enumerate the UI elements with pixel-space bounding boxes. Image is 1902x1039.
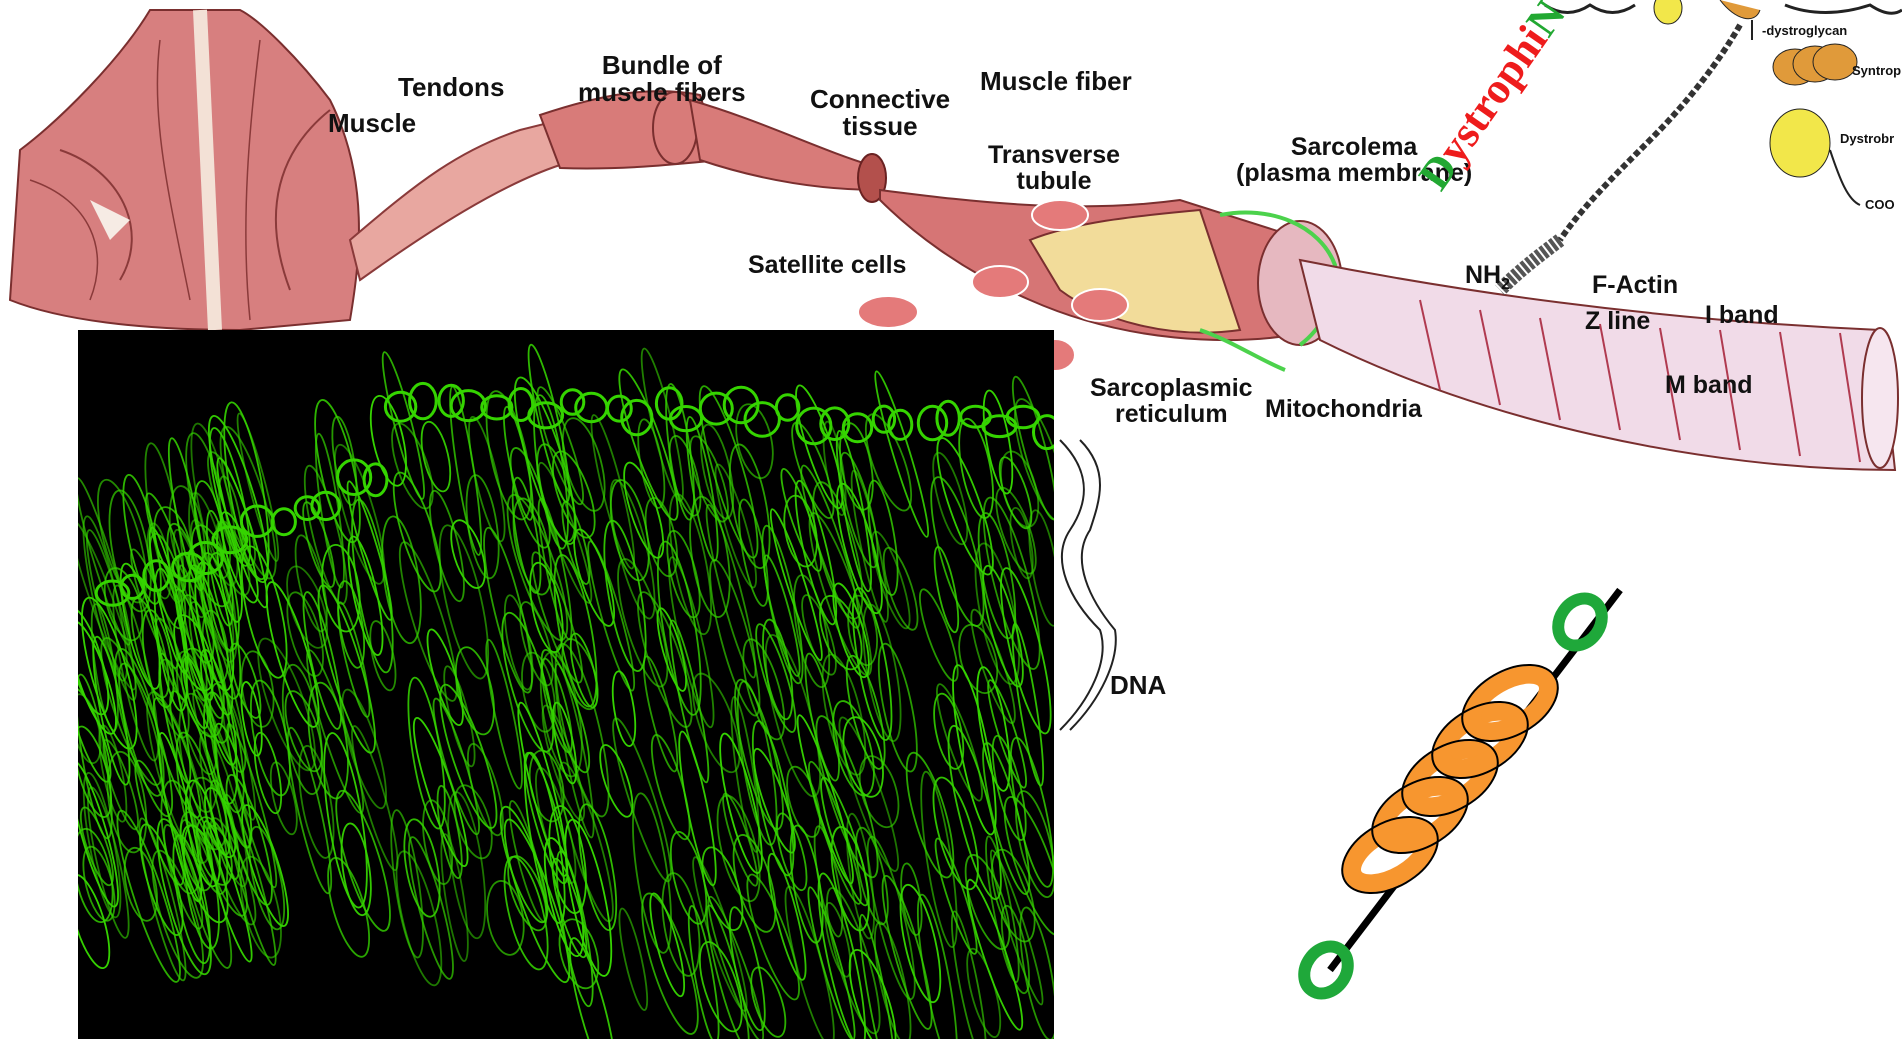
- fiber-cell-outline: [744, 963, 792, 1039]
- label-i-band: I band: [1705, 302, 1779, 328]
- edge-cell-outline: [776, 395, 799, 420]
- label-z-line: Z line: [1585, 308, 1650, 334]
- edge-cell-outline: [937, 401, 959, 435]
- fiber-cell-outline: [550, 759, 622, 925]
- fiber-cell-outline: [438, 664, 480, 768]
- fiber-cell-outline: [634, 346, 690, 503]
- fiber-cell-outline: [332, 600, 375, 718]
- fiber-cell-outline: [825, 697, 882, 800]
- fiber-cell-outline: [384, 419, 442, 513]
- fiber-outlines: [78, 343, 1054, 1039]
- label-transverse-tubule: Transverse tubule: [988, 142, 1120, 195]
- fluorescence-micrograph: [78, 330, 1054, 1039]
- back-muscles-illustration: [10, 10, 359, 330]
- edge-cell-outline: [451, 391, 485, 421]
- edge-cell-outline: [272, 509, 295, 535]
- fluorescent-fiber-network: [78, 330, 1054, 1039]
- fiber-cell-outline: [384, 468, 450, 596]
- edge-cell-outline: [608, 396, 632, 421]
- fiber-cell-outline: [730, 401, 779, 482]
- fiber-cell-outline: [924, 773, 987, 893]
- label-mitochondria: Mitochondria: [1265, 396, 1422, 422]
- fiber-cell-outline: [988, 484, 1044, 578]
- label-dystrobr: Dystrobr: [1840, 132, 1894, 146]
- fiber-cell-outline: [790, 712, 861, 886]
- label-tendons: Tendons: [398, 74, 504, 101]
- label-coo: COO: [1865, 198, 1895, 212]
- dystrophin-coil-model: [1295, 590, 1620, 1002]
- fiber-cell-outline: [430, 521, 499, 682]
- label-sarcoplasmic-reticulum: Sarcoplasmic reticulum: [1090, 375, 1253, 428]
- dna-helix-illustration: [1060, 440, 1116, 730]
- label-m-band: M band: [1665, 372, 1753, 398]
- fiber-cell-outline: [416, 419, 456, 494]
- label-dystroglycan: -dystroglycan: [1762, 24, 1847, 38]
- label-muscle-fiber: Muscle fiber: [980, 68, 1132, 95]
- fiber-cell-outline: [594, 742, 639, 821]
- edge-cell-outline: [561, 390, 584, 415]
- fiber-cell-outline: [119, 845, 162, 924]
- fiber-cell-outline: [337, 822, 376, 917]
- label-f-actin: F-Actin: [1592, 272, 1678, 298]
- fiber-cell-outline: [960, 946, 1007, 1039]
- fiber-cell-outline: [401, 675, 452, 830]
- fiber-cell-outline: [664, 619, 715, 784]
- fiber-cell-outline: [930, 545, 963, 634]
- edge-cell-outline: [364, 464, 387, 496]
- fiber-cell-outline: [302, 680, 355, 801]
- label-nh2: NH2: [1465, 262, 1510, 294]
- edge-cell-outline: [241, 506, 273, 536]
- label-connective-tissue: Connective tissue: [810, 86, 950, 141]
- fiber-cell-outline: [946, 910, 993, 1039]
- edge-cell-outline: [983, 416, 1016, 437]
- fiber-cell-outline: [993, 454, 1038, 532]
- label-satellite-cells: Satellite cells: [748, 252, 906, 278]
- label-dna: DNA: [1110, 672, 1166, 699]
- fiber-cell-outline: [461, 473, 505, 580]
- fiber-cell-outline: [926, 450, 974, 548]
- fiber-cell-outline: [683, 668, 749, 777]
- label-bundle-of-muscle-fibers: Bundle of muscle fibers: [578, 52, 746, 107]
- fiber-cell-outline: [672, 730, 722, 888]
- fiber-cell-outline: [660, 383, 699, 522]
- fiber-cell-outline: [801, 885, 861, 1039]
- fiber-cell-outline: [644, 732, 697, 843]
- fiber-cell-outline: [194, 647, 243, 767]
- fiber-cell-outline: [868, 920, 918, 1039]
- edge-cell-outline: [700, 393, 732, 424]
- label-syntrop: Syntrop: [1852, 64, 1901, 78]
- fiber-cell-outline: [421, 626, 470, 728]
- fiber-cell-outline: [633, 418, 670, 510]
- edge-cell-outline: [312, 492, 340, 519]
- fiber-cell-outline: [604, 715, 680, 885]
- fiber-cell-outline: [638, 654, 684, 773]
- label-muscle: Muscle: [328, 110, 416, 137]
